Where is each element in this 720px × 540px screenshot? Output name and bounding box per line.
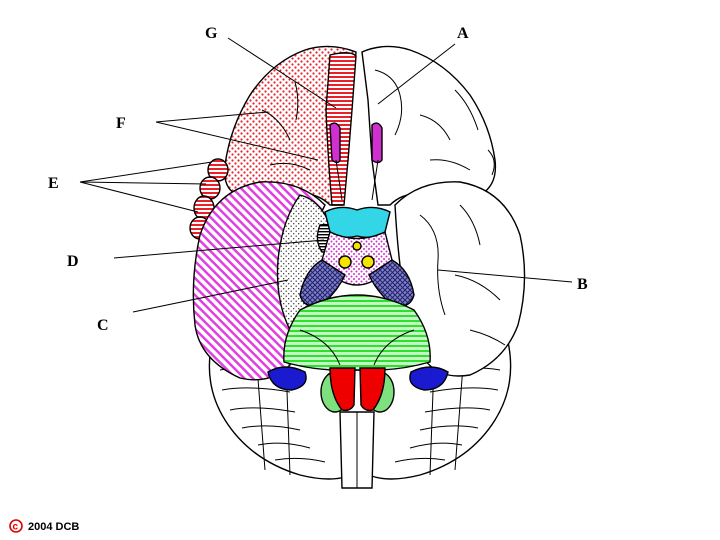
leader-line-e2 (79, 181, 207, 185)
copyright-notice: c 2004 DCB (9, 519, 79, 533)
copyright-symbol-circle (9, 519, 23, 533)
leader-line-f2 (155, 121, 319, 161)
right-frontal-lobe (361, 45, 497, 206)
leader-lines (79, 37, 573, 313)
gyrus-rectus-striped (325, 52, 357, 206)
copyright-symbol: c (13, 522, 19, 533)
left-frontal-lobe (223, 45, 357, 206)
olfactory-tracts (329, 122, 383, 201)
optic-chiasm (324, 206, 391, 239)
label-c: C (97, 317, 109, 334)
leader-line-f1 (155, 111, 269, 123)
label-f: F (116, 115, 126, 132)
label-g: G (205, 25, 218, 42)
medulla-spinal-cord (339, 411, 375, 489)
leader-line-g (227, 37, 337, 109)
label-a: A (457, 25, 469, 42)
cerebral-peduncles (299, 259, 415, 307)
label-d: D (67, 253, 79, 270)
copyright-text: 2004 DCB (28, 521, 79, 533)
label-e: E (48, 175, 59, 192)
leader-line-e3 (79, 181, 199, 213)
leader-line-a (377, 43, 456, 105)
flocculi (267, 366, 449, 391)
pyramids (329, 367, 386, 412)
leader-line-b (437, 269, 573, 283)
pituitary-stalk (352, 241, 362, 251)
leader-line-e1 (79, 161, 213, 183)
label-b: B (577, 276, 588, 293)
leader-line-c (132, 279, 289, 313)
pons (283, 294, 431, 371)
leader-line-d (113, 239, 325, 259)
